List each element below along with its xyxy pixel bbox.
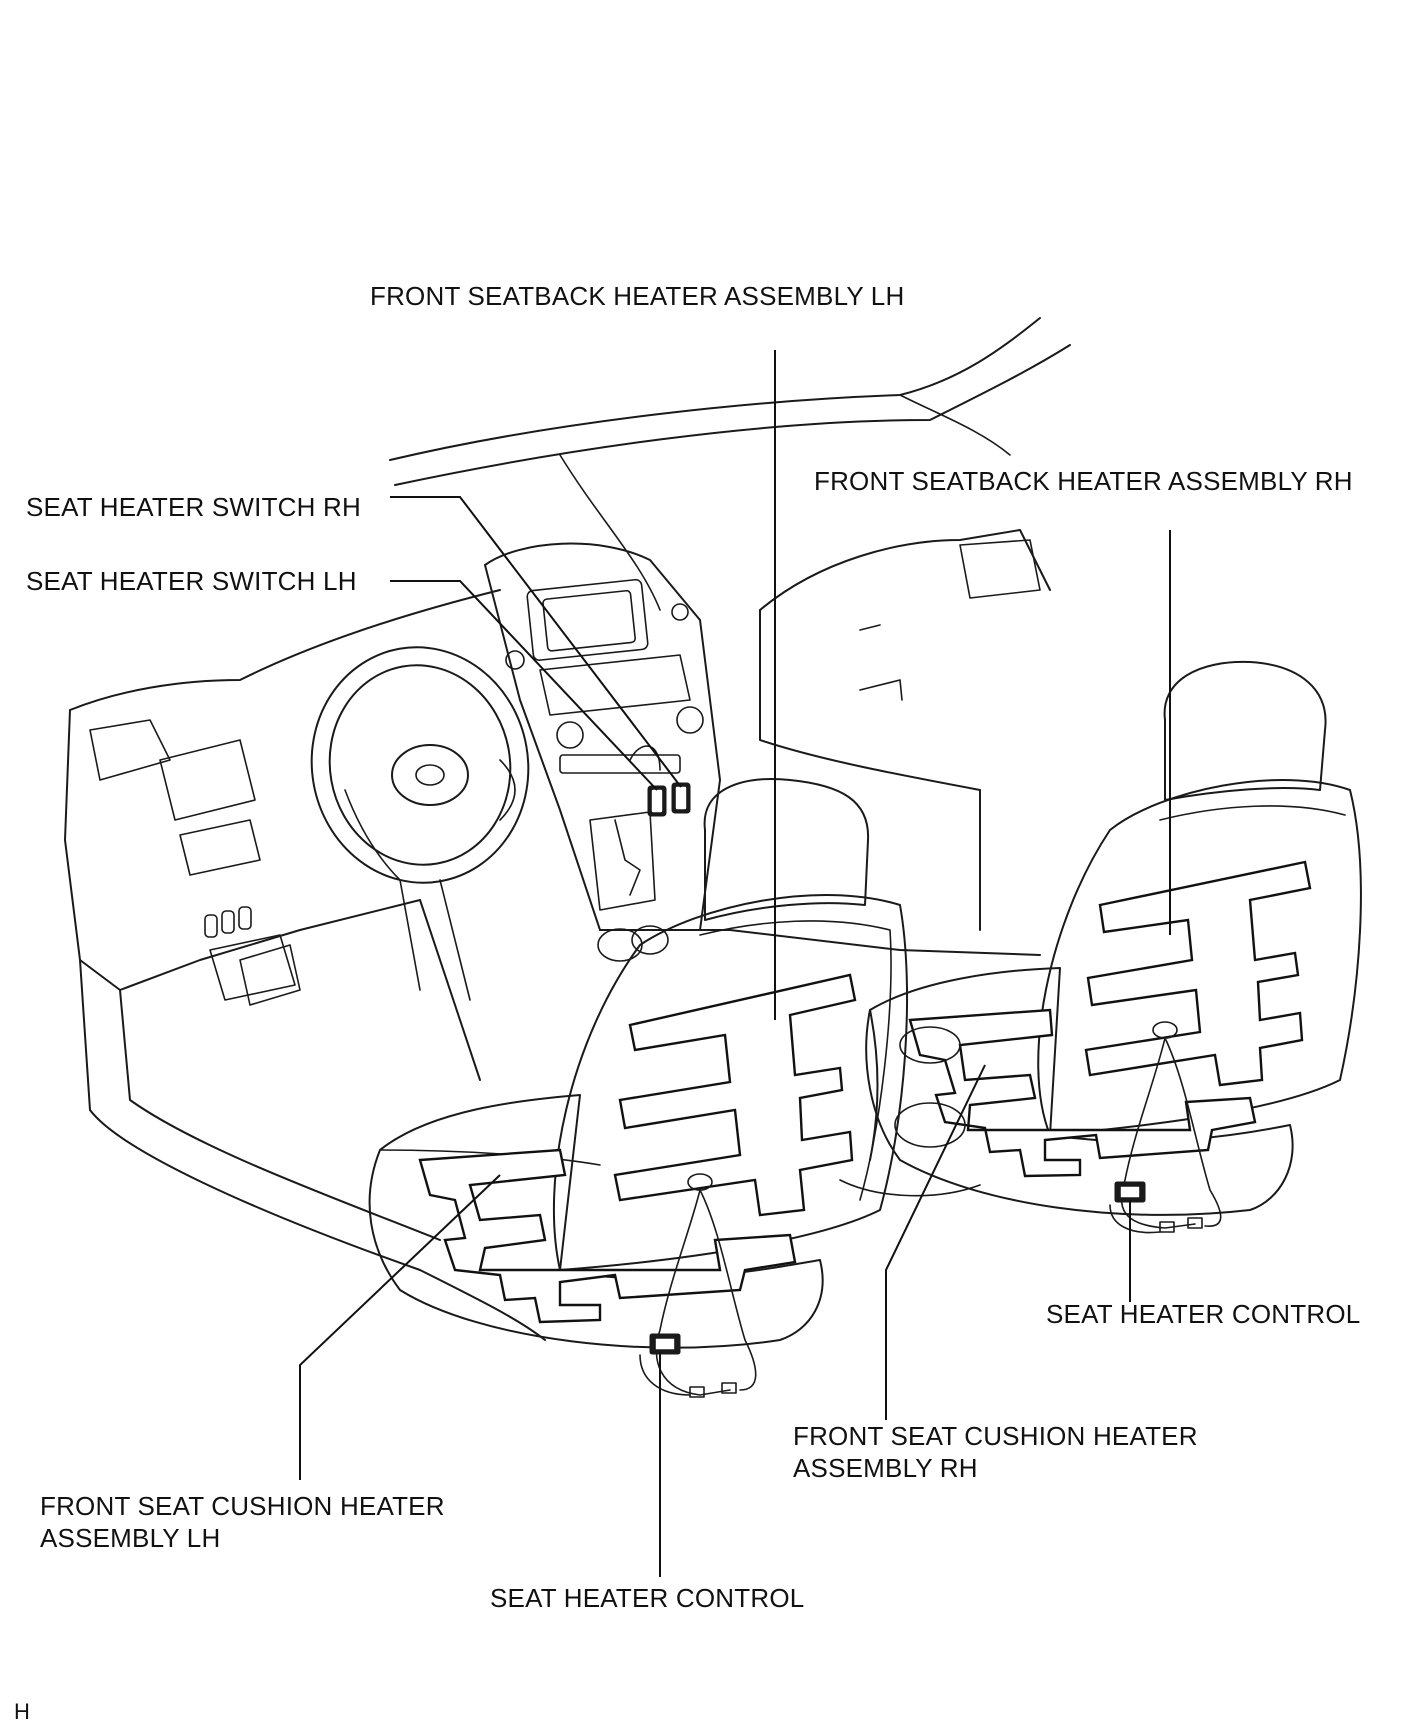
leader-lines <box>299 350 1171 1577</box>
leader-switch-rh <box>390 496 682 788</box>
floor-console <box>839 1009 981 1197</box>
label-seat-heater-switch-lh-text: SEAT HEATER SWITCH LH <box>26 566 357 596</box>
label-seatback-heater-lh-text: FRONT SEATBACK HEATER ASSEMBLY LH <box>370 281 905 311</box>
seat-lh <box>368 778 909 1398</box>
label-seat-heater-switch-lh: SEAT HEATER SWITCH LH <box>26 565 357 597</box>
seat-rh <box>865 660 1362 1234</box>
label-cushion-heater-lh: FRONT SEAT CUSHION HEATER ASSEMBLY LH <box>40 1490 445 1554</box>
label-seat-heater-switch-rh-text: SEAT HEATER SWITCH RH <box>26 492 362 522</box>
label-seatback-heater-rh-text: FRONT SEATBACK HEATER ASSEMBLY RH <box>814 466 1353 496</box>
cushion-heater-mat-rh <box>908 1008 1257 1178</box>
label-seatback-heater-rh: FRONT SEATBACK HEATER ASSEMBLY RH <box>814 465 1353 497</box>
leader-switch-lh <box>390 580 658 791</box>
label-seat-heater-switch-rh: SEAT HEATER SWITCH RH <box>26 491 361 523</box>
center-console <box>484 542 721 962</box>
dashboard-outline <box>64 589 546 1341</box>
seatback-heater-mat-lh <box>613 973 857 1217</box>
passenger-dash <box>759 529 1051 931</box>
label-seatback-heater-lh: FRONT SEATBACK HEATER ASSEMBLY LH <box>370 280 904 312</box>
corner-code: H <box>14 1696 30 1728</box>
label-seat-heater-control-lh-text: SEAT HEATER CONTROL <box>490 1583 805 1613</box>
label-cushion-heater-lh-line1: FRONT SEAT CUSHION HEATER <box>40 1491 445 1521</box>
windshield-outline <box>389 317 1071 611</box>
label-seat-heater-control-rh-text: SEAT HEATER CONTROL <box>1046 1299 1361 1329</box>
label-cushion-heater-rh-line1: FRONT SEAT CUSHION HEATER <box>793 1421 1198 1451</box>
label-cushion-heater-rh-line2: ASSEMBLY RH <box>793 1453 978 1483</box>
label-seat-heater-control-rh: SEAT HEATER CONTROL <box>1046 1298 1360 1330</box>
leader-cushion-rh <box>885 1064 986 1420</box>
label-cushion-heater-lh-line2: ASSEMBLY LH <box>40 1523 221 1553</box>
corner-code-text: H <box>14 1699 31 1724</box>
label-cushion-heater-rh: FRONT SEAT CUSHION HEATER ASSEMBLY RH <box>793 1420 1198 1484</box>
leader-cushion-lh <box>299 1174 501 1480</box>
cushion-heater-mat-lh <box>418 1148 797 1324</box>
label-seat-heater-control-lh: SEAT HEATER CONTROL <box>490 1582 804 1614</box>
steering-wheel <box>310 646 530 1001</box>
seatback-heater-mat-rh <box>1084 860 1312 1087</box>
